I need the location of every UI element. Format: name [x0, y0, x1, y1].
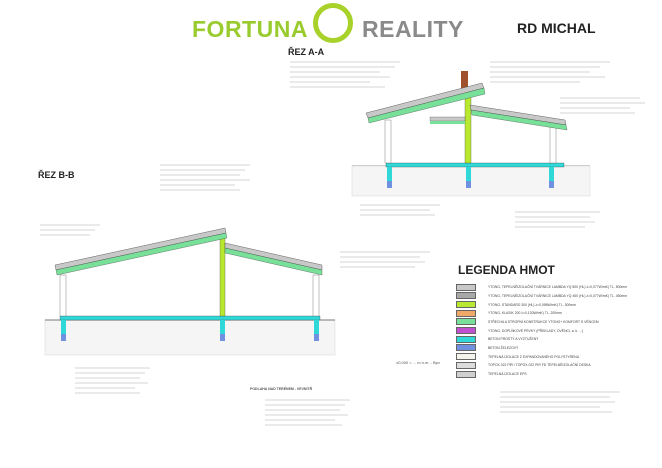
- legend-label: STŘECHA A STROPNÍ KONSTRUKCE YTONG+ KOMF…: [488, 319, 599, 324]
- legend-item: TEPELNÁ IZOLACE EPS: [456, 370, 656, 378]
- section-b-drawing: [44, 227, 336, 356]
- legend-label: YTONG, DOPLŇKOVÉ PRVKY (PŘEKLADY, OVĚNCI…: [488, 328, 584, 333]
- legend-item: YTONG, TEPELNĚIZOLAČNÍ TVÁRNICE LAMBDA Y…: [456, 292, 656, 300]
- legend-swatch: [456, 309, 476, 317]
- project-title: RD MICHAL: [517, 20, 596, 36]
- logo-reality: REALITY: [362, 16, 464, 42]
- legend-swatch: [456, 361, 476, 369]
- legend-label: YTONG, KLASIK 200 λ=0,130W/mK) TL. 200mm: [488, 311, 562, 316]
- floor-note: PODLAHA NAD TERÉNEM - VEVNITŘ: [250, 387, 313, 391]
- legend-label: TOPOX 022 PIR / TOPOX 022 PIR FD TEPELNĚ…: [488, 363, 591, 368]
- legend-swatch: [456, 344, 476, 352]
- legend-item: YTONG, TEPELNĚIZOLAČNÍ TVÁRNICE LAMBDA Y…: [456, 283, 656, 291]
- annotation-lines: [40, 61, 645, 426]
- legend-item: BETON PROSTÝ A VYZTUŽENÝ: [456, 335, 656, 343]
- legend-item: YTONG, KLASIK 200 λ=0,130W/mK) TL. 200mm: [456, 309, 656, 317]
- wall: [464, 89, 472, 164]
- legend-label: BETON PROSTÝ A VYZTUŽENÝ: [488, 337, 539, 342]
- legend-label: YTONG, STANDARD 300 (HL) λ=0,098W/mK) TL…: [488, 302, 576, 307]
- scale-note: ±0,000 = ... m n.m. - Bpv: [396, 360, 440, 365]
- legend-swatch: [456, 370, 476, 378]
- chimney: [461, 71, 468, 91]
- legend-label: BETON ŽELEZOVÝ: [488, 345, 519, 350]
- legend-label: YTONG, TEPELNĚIZOLAČNÍ TVÁRNICE LAMBDA Y…: [488, 285, 628, 290]
- section-a-title: ŘEZ A-A: [288, 47, 325, 57]
- legend-item: TOPOX 022 PIR / TOPOX 022 PIR FD TEPELNĚ…: [456, 361, 656, 369]
- legend-item: STŘECHA A STROPNÍ KONSTRUKCE YTONG+ KOMF…: [456, 318, 656, 326]
- legend-swatch: [456, 335, 476, 343]
- legend-label: TEPELNÁ IZOLACE EPS: [488, 372, 527, 377]
- legend-swatch: [456, 292, 476, 300]
- legend-swatch: [456, 318, 476, 326]
- section-b-title: ŘEZ B-B: [38, 170, 75, 180]
- legend-item: TEPELNÁ IZOLACE Z EXPANDOVANÉHO POLYSTYR…: [456, 353, 656, 361]
- legend-item: YTONG, DOPLŇKOVÉ PRVKY (PŘEKLADY, OVĚNCI…: [456, 326, 656, 335]
- legend-label: TEPELNÁ IZOLACE Z EXPANDOVANÉHO POLYSTYR…: [488, 354, 580, 359]
- logo-house-icon: [313, 3, 353, 43]
- legend: YTONG, TEPELNĚIZOLAČNÍ TVÁRNICE LAMBDA Y…: [456, 283, 656, 379]
- legend-item: YTONG, STANDARD 300 (HL) λ=0,098W/mK) TL…: [456, 300, 656, 309]
- legend-title: LEGENDA HMOT: [458, 263, 555, 277]
- legend-swatch: [456, 327, 476, 335]
- legend-swatch: [456, 353, 476, 361]
- section-a-drawing: [351, 71, 591, 197]
- legend-swatch: [456, 283, 476, 291]
- floor-slab: [385, 162, 565, 168]
- legend-swatch: [456, 301, 476, 309]
- legend-item: BETON ŽELEZOVÝ: [456, 344, 656, 352]
- logo-fortuna: FORTUNA: [192, 16, 308, 42]
- legend-label: YTONG, TEPELNĚIZOLAČNÍ TVÁRNICE LAMBDA Y…: [488, 293, 628, 298]
